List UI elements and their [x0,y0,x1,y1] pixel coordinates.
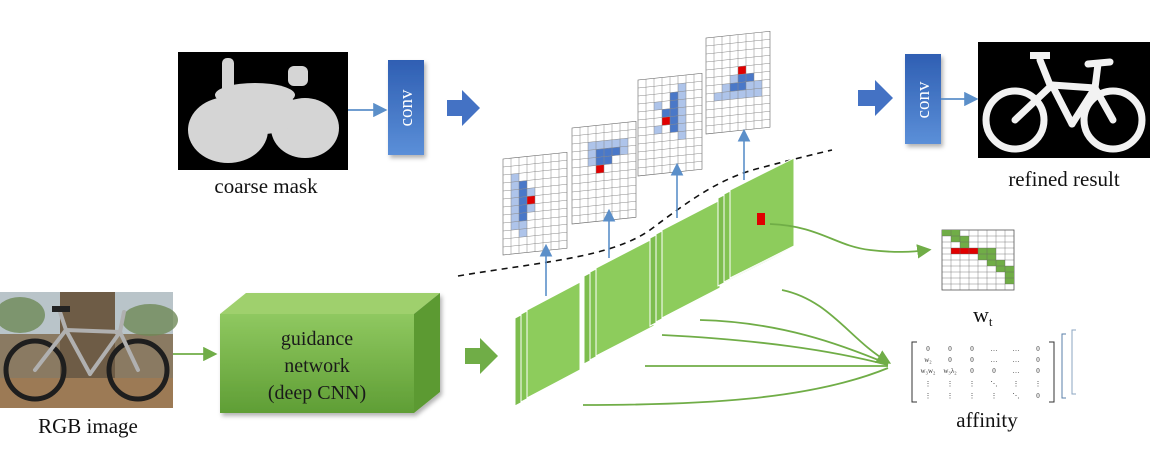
affinity-matrix-entry: ⋮ [925,380,932,388]
conv-block-left: conv [388,60,424,155]
affinity-matrix-entry: ⋮ [1013,380,1020,388]
wt-matrix [941,229,1015,291]
feature-slices [514,157,795,407]
conv-left-label: conv [396,89,417,126]
affinity-matrix-entry: 0 [970,345,974,353]
guidance-network-box [220,293,440,413]
affinity-matrix-entry: … [1013,367,1020,375]
affinity-matrix-entry: … [1013,356,1020,364]
affinity-matrix-entry: ⋱ [1013,392,1020,400]
propagation-grid-2 [571,120,637,225]
feature-slice-2 [583,237,655,365]
wt-label-base: w [973,302,989,327]
affinity-matrix-entry: 0 [948,356,952,364]
affinity-matrix-entry: 0 [926,345,930,353]
affinity-matrix-entry: ⋮ [1035,380,1042,388]
affinity-matrix-entry: ⋮ [969,392,976,400]
affinity-matrix-entry: 0 [1036,367,1040,375]
affinity-matrix-entry: ⋮ [969,380,976,388]
affinity-matrix-entry: … [991,356,998,364]
coarse-mask-label: coarse mask [214,174,318,198]
affinity-matrix-entry: w₂ [924,356,932,364]
slice-to-grid-arrows [539,128,751,296]
guidance-network-line1: guidance [281,328,353,350]
refined-result-image [978,42,1150,158]
affinity-matrix-entry: 0 [970,367,974,375]
affinity-matrix-entry: 0 [1036,356,1040,364]
network-output-arrow [465,338,498,374]
green-connector-curves [582,223,932,406]
conv-block-right: conv [905,54,941,144]
affinity-matrix: 0 0 0 … … 0 w₂ 0 0 … … 0 w₃w₂ w₃λ₂ 0 0 … 0 ⋮ ⋮ ⋮ ⋱ ⋮ ⋮ ⋮ ⋮ ⋮ ⋮ ⋱ 0 [911,329,1076,403]
feature-slice-1 [514,281,581,407]
affinity-matrix-entry: 0 [948,345,952,353]
affinity-matrix-entry: ⋮ [947,380,954,388]
refined-result-label: refined result [1008,167,1120,191]
affinity-matrix-entry: … [1013,345,1020,353]
wt-label: wt [973,302,993,329]
affinity-matrix-entry: ⋱ [991,380,998,388]
guidance-network-line3: (deep CNN) [268,382,366,404]
affinity-matrix-entry: 0 [992,367,996,375]
feature-slice-3 [649,199,721,327]
conv-output-arrow [447,90,480,126]
rgb-image [0,292,178,408]
coarse-mask-image [178,52,348,170]
feature-red-pixel [757,213,765,225]
affinity-matrix-entry: ⋮ [991,392,998,400]
affinity-label: affinity [956,408,1018,432]
affinity-matrix-entry: 0 [1036,345,1040,353]
affinity-matrix-entry: ⋮ [925,392,932,400]
conv-right-label: conv [913,81,934,118]
guidance-network-line2: network [284,355,350,377]
wt-label-sub: t [989,314,993,329]
affinity-matrix-entry: w₃λ₂ [943,367,957,375]
propagation-grid-4 [705,30,771,135]
propagation-grid-3 [637,72,703,177]
feature-slice-4 [717,157,795,287]
affinity-matrix-entry: 0 [970,356,974,364]
affinity-matrix-entry: … [991,345,998,353]
affinity-matrix-entry: ⋮ [947,392,954,400]
affinity-matrix-entry: 0 [1036,392,1040,400]
rgb-image-label: RGB image [38,414,138,438]
affinity-matrix-entry: w₃w₂ [921,367,937,375]
grid-output-arrow [858,80,893,116]
propagation-grid-1 [502,151,568,256]
